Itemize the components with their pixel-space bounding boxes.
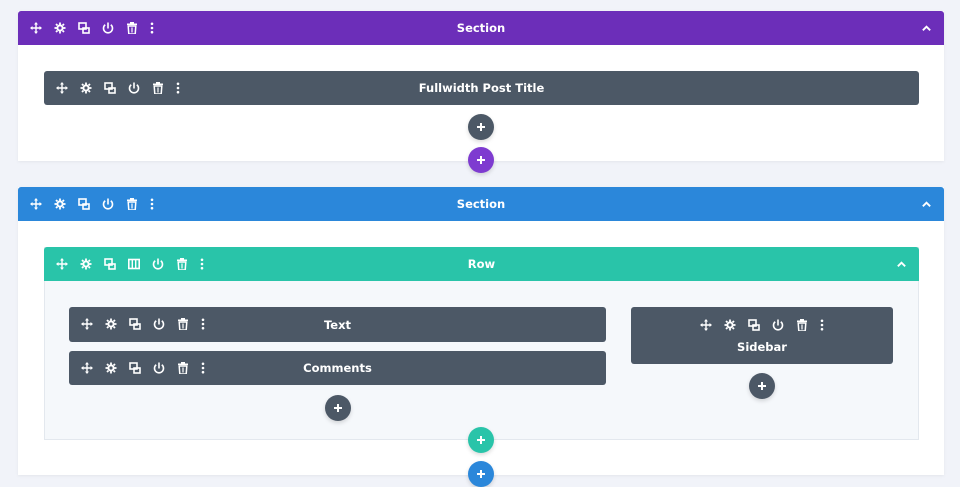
delete-icon[interactable] bbox=[170, 254, 194, 274]
module-text[interactable]: Text bbox=[69, 307, 606, 342]
more-icon[interactable] bbox=[170, 78, 186, 98]
settings-icon[interactable] bbox=[99, 314, 123, 334]
delete-icon[interactable] bbox=[120, 194, 144, 214]
module-sidebar[interactable]: Sidebar bbox=[631, 307, 893, 364]
duplicate-icon[interactable] bbox=[98, 254, 122, 274]
settings-icon[interactable] bbox=[48, 18, 72, 38]
row-toolbar bbox=[50, 254, 210, 274]
save-to-library-icon[interactable] bbox=[146, 254, 170, 274]
add-section-button[interactable] bbox=[468, 147, 494, 173]
module-toolbar bbox=[75, 358, 211, 378]
add-module-button[interactable] bbox=[749, 373, 775, 399]
save-to-library-icon[interactable] bbox=[122, 78, 146, 98]
chevron-up-icon[interactable] bbox=[916, 18, 936, 38]
duplicate-icon[interactable] bbox=[123, 358, 147, 378]
settings-icon[interactable] bbox=[99, 358, 123, 378]
more-icon[interactable] bbox=[194, 254, 210, 274]
module-toolbar bbox=[75, 314, 211, 334]
section-2-toolbar bbox=[24, 194, 160, 214]
module-comments[interactable]: Comments bbox=[69, 351, 606, 385]
section-1-header[interactable]: Section bbox=[18, 11, 944, 45]
save-to-library-icon[interactable] bbox=[96, 18, 120, 38]
plus-icon bbox=[477, 156, 485, 164]
settings-icon[interactable] bbox=[74, 254, 98, 274]
move-icon[interactable] bbox=[694, 315, 718, 335]
section-1-toolbar bbox=[24, 18, 160, 38]
module-toolbar bbox=[50, 78, 186, 98]
save-to-library-icon[interactable] bbox=[147, 314, 171, 334]
settings-icon[interactable] bbox=[48, 194, 72, 214]
add-section-button[interactable] bbox=[468, 461, 494, 487]
add-module-button[interactable] bbox=[468, 114, 494, 140]
plus-icon bbox=[477, 123, 485, 131]
plus-icon bbox=[477, 436, 485, 444]
row-header[interactable]: Row bbox=[44, 247, 919, 281]
more-icon[interactable] bbox=[195, 314, 211, 334]
delete-icon[interactable] bbox=[171, 358, 195, 378]
move-icon[interactable] bbox=[75, 358, 99, 378]
duplicate-icon[interactable] bbox=[72, 18, 96, 38]
settings-icon[interactable] bbox=[74, 78, 98, 98]
duplicate-icon[interactable] bbox=[742, 315, 766, 335]
move-icon[interactable] bbox=[50, 78, 74, 98]
duplicate-icon[interactable] bbox=[98, 78, 122, 98]
chevron-up-icon[interactable] bbox=[916, 194, 936, 214]
settings-icon[interactable] bbox=[718, 315, 742, 335]
module-title: Sidebar bbox=[737, 340, 787, 354]
add-row-button[interactable] bbox=[468, 427, 494, 453]
plus-icon bbox=[477, 470, 485, 478]
module-fullwidth-post-title[interactable]: Fullwidth Post Title bbox=[44, 71, 919, 105]
add-module-button[interactable] bbox=[325, 395, 351, 421]
plus-icon bbox=[758, 382, 766, 390]
module-toolbar bbox=[694, 315, 830, 335]
save-to-library-icon[interactable] bbox=[147, 358, 171, 378]
delete-icon[interactable] bbox=[790, 315, 814, 335]
more-icon[interactable] bbox=[144, 194, 160, 214]
columns-icon[interactable] bbox=[122, 254, 146, 274]
chevron-up-icon[interactable] bbox=[891, 254, 911, 274]
move-icon[interactable] bbox=[75, 314, 99, 334]
delete-icon[interactable] bbox=[120, 18, 144, 38]
delete-icon[interactable] bbox=[146, 78, 170, 98]
move-icon[interactable] bbox=[50, 254, 74, 274]
plus-icon bbox=[334, 404, 342, 412]
section-2-header[interactable]: Section bbox=[18, 187, 944, 221]
save-to-library-icon[interactable] bbox=[96, 194, 120, 214]
more-icon[interactable] bbox=[814, 315, 830, 335]
move-icon[interactable] bbox=[24, 194, 48, 214]
delete-icon[interactable] bbox=[171, 314, 195, 334]
more-icon[interactable] bbox=[195, 358, 211, 378]
duplicate-icon[interactable] bbox=[72, 194, 96, 214]
save-to-library-icon[interactable] bbox=[766, 315, 790, 335]
duplicate-icon[interactable] bbox=[123, 314, 147, 334]
move-icon[interactable] bbox=[24, 18, 48, 38]
more-icon[interactable] bbox=[144, 18, 160, 38]
